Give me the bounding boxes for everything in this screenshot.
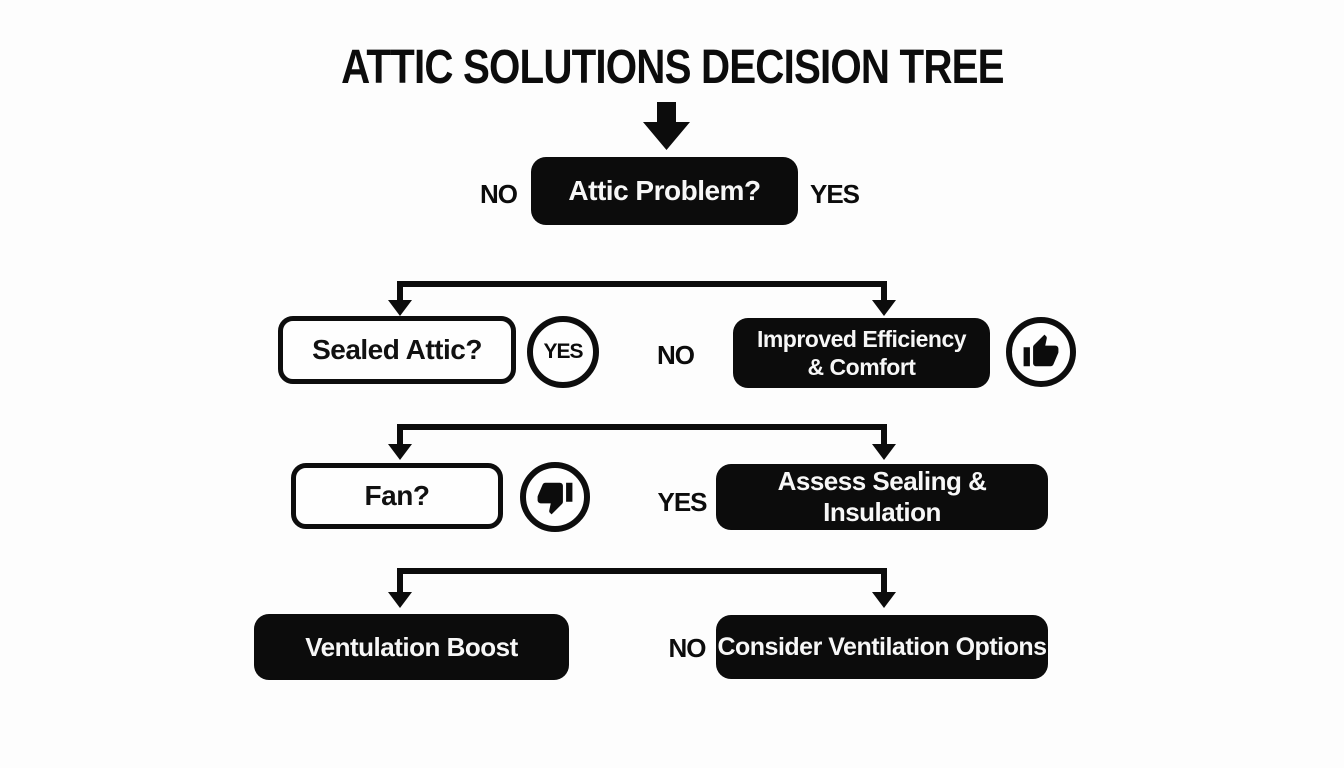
connector-1-left-arrowhead-icon: [388, 300, 412, 316]
connector-2-right-drop: [881, 424, 887, 446]
node-assess-sealing: Assess Sealing & Insulation: [716, 464, 1048, 530]
down-block-arrow-icon: [643, 102, 690, 150]
level4-no-label: NO: [668, 633, 707, 663]
root-no-label: NO: [480, 179, 518, 209]
level2-no-label: NO: [657, 340, 695, 370]
node-fan-label: Fan?: [364, 480, 430, 511]
node-ventulation-boost-label: Ventulation Boost: [305, 631, 518, 662]
connector-1-bar: [397, 281, 887, 287]
connector-2-left-drop: [397, 424, 403, 446]
node-attic-problem: Attic Problem?: [531, 157, 798, 225]
thumbs-down-icon: [537, 482, 573, 515]
node-attic-problem-label: Attic Problem?: [568, 175, 761, 206]
connector-2-right-arrowhead-icon: [872, 444, 896, 460]
node-sealed-attic-label: Sealed Attic?: [312, 334, 482, 365]
thumbs-down-circle: [520, 462, 590, 532]
page-title: ATTIC SOLUTIONS DECISION TREE: [0, 40, 1344, 95]
node-assess-sealing-label: Assess Sealing & Insulation: [777, 466, 987, 527]
node-sealed-attic: Sealed Attic?: [278, 316, 516, 384]
connector-1-right-arrowhead-icon: [872, 300, 896, 316]
connector-2-left-arrowhead-icon: [388, 444, 412, 460]
thumbs-up-icon: [1023, 334, 1059, 367]
thumbs-up-circle: [1006, 317, 1076, 387]
connector-1-right-drop: [881, 281, 887, 303]
page-title-text: ATTIC SOLUTIONS DECISION TREE: [340, 41, 1004, 94]
connector-3-left-drop: [397, 568, 403, 594]
connector-2-bar: [397, 424, 887, 430]
node-ventulation-boost: Ventulation Boost: [254, 614, 569, 680]
node-improved-efficiency-line2: & Comfort: [807, 354, 916, 380]
node-consider-ventilation: Consider Ventilation Options: [716, 615, 1048, 679]
connector-3-right-drop: [881, 568, 887, 594]
connector-3-right-arrowhead-icon: [872, 592, 896, 608]
connector-1-left-drop: [397, 281, 403, 303]
connector-3-left-arrowhead-icon: [388, 592, 412, 608]
root-yes-label: YES: [810, 179, 860, 209]
connector-3-bar: [397, 568, 887, 574]
yes-circle-badge: YES: [527, 316, 599, 388]
node-improved-efficiency: Improved Efficiency & Comfort: [733, 318, 990, 388]
level3-yes-label: YES: [657, 487, 707, 517]
node-consider-ventilation-label: Consider Ventilation Options: [717, 632, 1047, 661]
yes-circle-badge-label: YES: [543, 340, 583, 363]
node-fan: Fan?: [291, 463, 503, 529]
node-improved-efficiency-line1: Improved Efficiency: [756, 325, 967, 352]
